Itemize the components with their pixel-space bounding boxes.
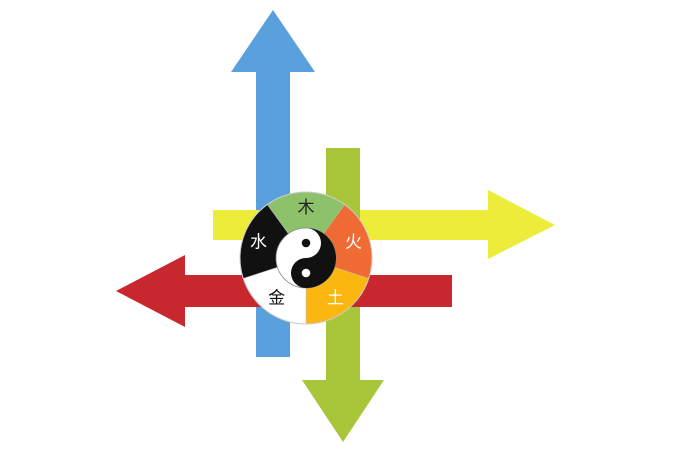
label-fire: 火 — [345, 233, 362, 253]
label-earth: 土 — [327, 288, 344, 308]
arrow-right — [213, 190, 555, 259]
label-water: 水 — [250, 233, 267, 253]
yin-yang-icon — [275, 227, 337, 289]
label-metal: 金 — [268, 288, 285, 308]
wheel-outline — [239, 191, 373, 325]
yin-dot — [301, 238, 311, 248]
label-wood: 木 — [298, 198, 315, 218]
arrow-up — [231, 10, 315, 357]
element-labels: 木火土 金 水 — [250, 198, 362, 308]
yang-dot — [301, 268, 311, 278]
